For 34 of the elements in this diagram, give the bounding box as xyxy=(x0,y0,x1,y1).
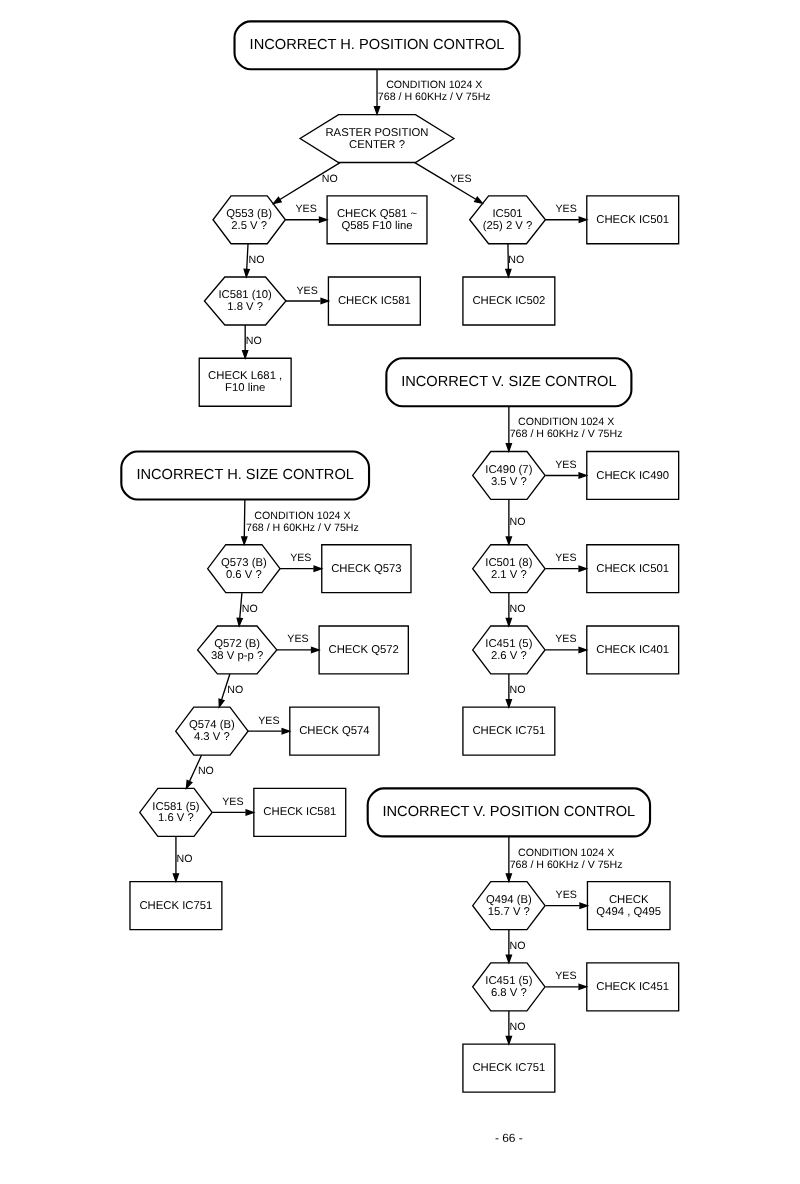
arrow xyxy=(544,216,589,224)
arrow xyxy=(373,68,381,117)
arrow xyxy=(505,673,513,709)
node-box: INCORRECT V. SIZE CONTROL xyxy=(385,357,633,408)
arrow xyxy=(218,673,231,709)
arrow xyxy=(505,499,513,547)
arrow xyxy=(505,929,513,965)
arrow xyxy=(172,835,180,884)
arrow xyxy=(185,754,203,790)
node-box: INCORRECT H. SIZE CONTROL xyxy=(120,450,371,501)
arrow xyxy=(505,592,513,628)
arrow xyxy=(276,646,321,654)
arrow xyxy=(544,565,589,573)
arrow xyxy=(211,808,256,816)
arrow xyxy=(236,592,244,628)
arrow xyxy=(505,1010,513,1046)
arrow xyxy=(279,565,324,573)
node-box: INCORRECT V. POSITION CONTROL xyxy=(366,787,652,838)
arrow xyxy=(544,471,589,479)
arrow xyxy=(544,646,589,654)
arrow xyxy=(504,243,512,279)
arrow xyxy=(285,297,331,305)
arrow xyxy=(505,405,513,453)
arrow xyxy=(241,324,249,360)
arrow xyxy=(271,161,341,205)
arrow xyxy=(247,727,292,735)
arrow xyxy=(505,835,513,884)
arrow xyxy=(544,902,590,910)
arrow xyxy=(544,983,589,991)
arrow xyxy=(243,243,251,279)
node-box: INCORRECT H. POSITION CONTROL xyxy=(233,20,521,71)
arrow xyxy=(284,216,329,224)
arrow xyxy=(414,161,484,205)
arrow xyxy=(240,499,248,547)
